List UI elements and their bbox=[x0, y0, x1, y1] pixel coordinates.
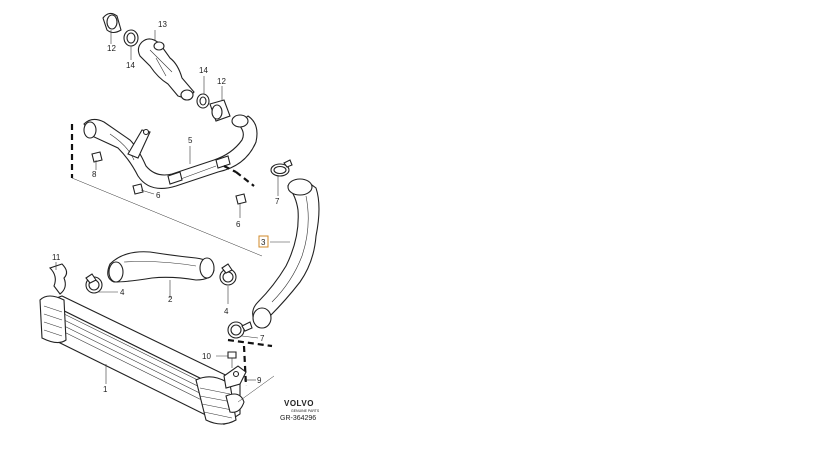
part-9-bracket bbox=[223, 365, 256, 389]
brand-tagline: GENUINE PARTS bbox=[291, 409, 320, 413]
part-4-left-clamp bbox=[85, 273, 118, 294]
part-12-mid-sleeve bbox=[209, 99, 231, 122]
part-7-lower-clamp bbox=[227, 321, 259, 339]
part-6-bolt-left bbox=[132, 183, 155, 195]
callout-3: 3 bbox=[261, 238, 266, 247]
part-8-bolt bbox=[91, 151, 103, 170]
callout-14-top: 14 bbox=[126, 61, 135, 70]
callout-5: 5 bbox=[188, 136, 193, 145]
callout-14-mid: 14 bbox=[199, 66, 208, 75]
part-13-intake-pipe bbox=[137, 38, 195, 101]
callout-12-top: 12 bbox=[107, 44, 116, 53]
callout-1: 1 bbox=[103, 385, 108, 394]
brand-name: VOLVO bbox=[284, 399, 314, 408]
part-7-upper-clamp bbox=[270, 159, 293, 196]
part-1-intercooler bbox=[39, 295, 245, 425]
part-4-right-clamp bbox=[219, 263, 237, 304]
callout-7-upper: 7 bbox=[275, 197, 280, 206]
highlight-box-3 bbox=[258, 235, 269, 248]
part-14-mid-ring bbox=[196, 93, 210, 109]
callout-11: 11 bbox=[52, 253, 61, 262]
part-10-bolt bbox=[216, 351, 237, 368]
callout-12-mid: 12 bbox=[217, 77, 226, 86]
part-14-top-ring bbox=[123, 29, 139, 47]
callout-13: 13 bbox=[158, 20, 167, 29]
diagram-code: GR-364296 bbox=[280, 415, 316, 422]
callout-4-left: 4 bbox=[120, 288, 125, 297]
callout-6-left: 6 bbox=[156, 191, 161, 200]
callout-9: 9 bbox=[257, 376, 262, 385]
part-2-charge-air-hose bbox=[107, 251, 215, 298]
callout-4-right: 4 bbox=[224, 307, 229, 316]
callout-2: 2 bbox=[168, 295, 173, 304]
part-3-charge-air-hose bbox=[252, 178, 320, 329]
part-6-bolt-right bbox=[235, 193, 247, 218]
part-5-charge-air-pipe bbox=[83, 114, 258, 189]
callout-8: 8 bbox=[92, 170, 97, 179]
callout-10: 10 bbox=[202, 352, 211, 361]
callout-7-lower: 7 bbox=[260, 334, 265, 343]
callout-6-right: 6 bbox=[236, 220, 241, 229]
part-11-pipe-seal bbox=[48, 262, 68, 295]
part-12-top-hose-end bbox=[102, 12, 122, 34]
